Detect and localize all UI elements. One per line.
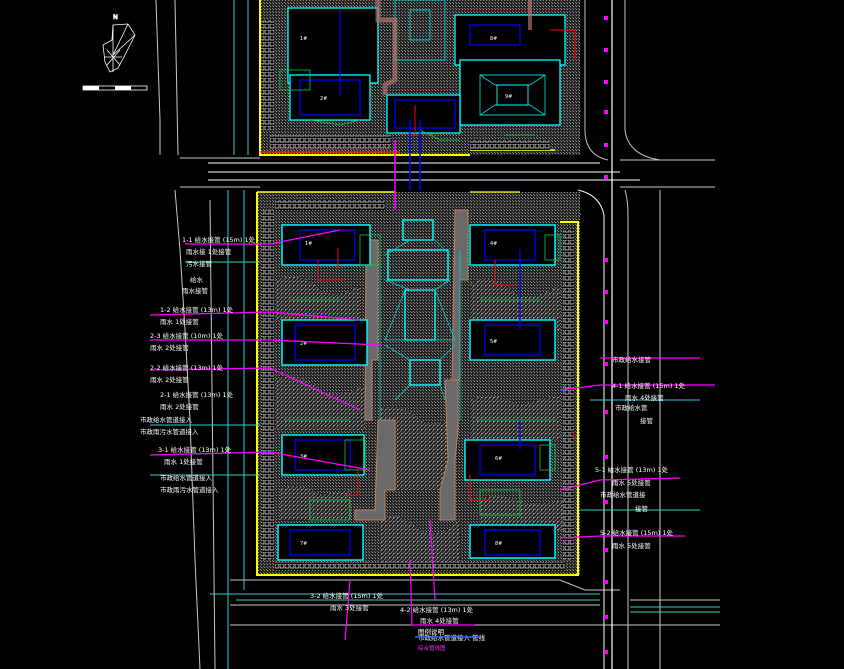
annotation-label: 5-1 给水接管 (13m) 1处 — [595, 465, 669, 474]
svg-text:2#: 2# — [300, 341, 307, 347]
lower-residential-block[interactable]: 1# 4# 2# 5# 3# 6# 7# 8# — [256, 191, 580, 576]
svg-text:1#: 1# — [305, 241, 312, 247]
secondary-pipe-lines — [150, 261, 700, 511]
annotation-label: 雨水 3处接管 — [330, 603, 369, 612]
svg-text:3#: 3# — [300, 454, 307, 460]
annotation-label: 雨水接管 — [182, 286, 209, 295]
annotation-label: 1-1 给水接管 (15m) 1处 — [182, 235, 256, 244]
annotation-label: 市政给水管道接入 — [160, 473, 213, 482]
annotation-label: 2-3 给水接管 (10m) 1处 — [150, 331, 224, 340]
svg-text:8#: 8# — [495, 541, 502, 547]
annotation-label: 5-2 给水接管 (15m) 1处 — [600, 528, 674, 537]
annotation-label: 2-1 给水接管 (13m) 1处 — [160, 390, 234, 399]
annotation-label: 雨水 4处接管 — [625, 393, 664, 402]
annotation-label: 市政雨污水管道接入 — [140, 427, 199, 436]
annotation-label: 市政雨污水管道接入 — [160, 485, 219, 494]
svg-text:2#: 2# — [320, 96, 327, 102]
annotation-label: 雨水 1处接管 — [160, 317, 199, 326]
annotation-label: 给水 — [190, 275, 204, 284]
legend: 图例说明 综合管线图 — [415, 627, 480, 652]
annotation-label: 雨水 2处接管 — [150, 343, 189, 352]
annotation-label: 3-2 给水接管 (15m) 1处 — [310, 591, 384, 600]
annotation-label: 市政给水接管 — [612, 355, 652, 364]
annotation-label: 雨水 2处接管 — [160, 402, 199, 411]
annotation-label: 雨水 1处接管 — [164, 457, 203, 466]
upper-residential-block[interactable]: 1# 8# 2# 9# — [259, 0, 580, 190]
manhole-nodes — [604, 16, 608, 654]
annotation-label: 雨水接 1处接管 — [186, 247, 232, 256]
svg-text:9#: 9# — [505, 94, 512, 100]
north-arrow: N — [102, 13, 136, 73]
north-label: N — [113, 13, 118, 21]
svg-text:8#: 8# — [490, 36, 497, 42]
legend-title: 图例说明 — [418, 627, 445, 636]
svg-text:7#: 7# — [300, 541, 307, 547]
annotation-label: 2-2 给水接管 (13m) 1处 — [150, 363, 224, 372]
annotation-label: 雨水 2处接管 — [150, 375, 189, 384]
service-lines — [210, 0, 613, 669]
annotation-label: 接管 — [635, 504, 649, 513]
legend-note: 综合管线图 — [418, 644, 446, 652]
svg-text:4#: 4# — [490, 241, 497, 247]
annotation-label: 市政给水管道接入 — [140, 415, 193, 424]
scale-bar — [82, 85, 148, 91]
annotation-label: 市政给水管 — [615, 403, 648, 412]
annotation-label: 接管 — [640, 416, 654, 425]
svg-text:5#: 5# — [490, 339, 497, 345]
annotation-label: 3-1 给水接管 (13m) 1处 — [158, 445, 232, 454]
annotation-label: 污水接管 — [186, 259, 213, 268]
annotation-label: 雨水 5处接管 — [612, 541, 651, 550]
annotation-label: 4-1 给水接管 (15m) 1处 — [612, 381, 686, 390]
pipe-lines — [149, 140, 715, 641]
svg-text:1#: 1# — [300, 36, 307, 42]
svg-text:6#: 6# — [495, 456, 502, 462]
annotation-label: 4-2 给水接管 (13m) 1处 — [400, 605, 474, 614]
annotation-label: 1-2 给水接管 (13m) 1处 — [160, 305, 234, 314]
annotation-label: 雨水 5处接管 — [612, 478, 651, 487]
annotation-label: 雨水 4处接管 — [420, 616, 459, 625]
annotation-label: 市政给水管道接 — [600, 490, 646, 499]
